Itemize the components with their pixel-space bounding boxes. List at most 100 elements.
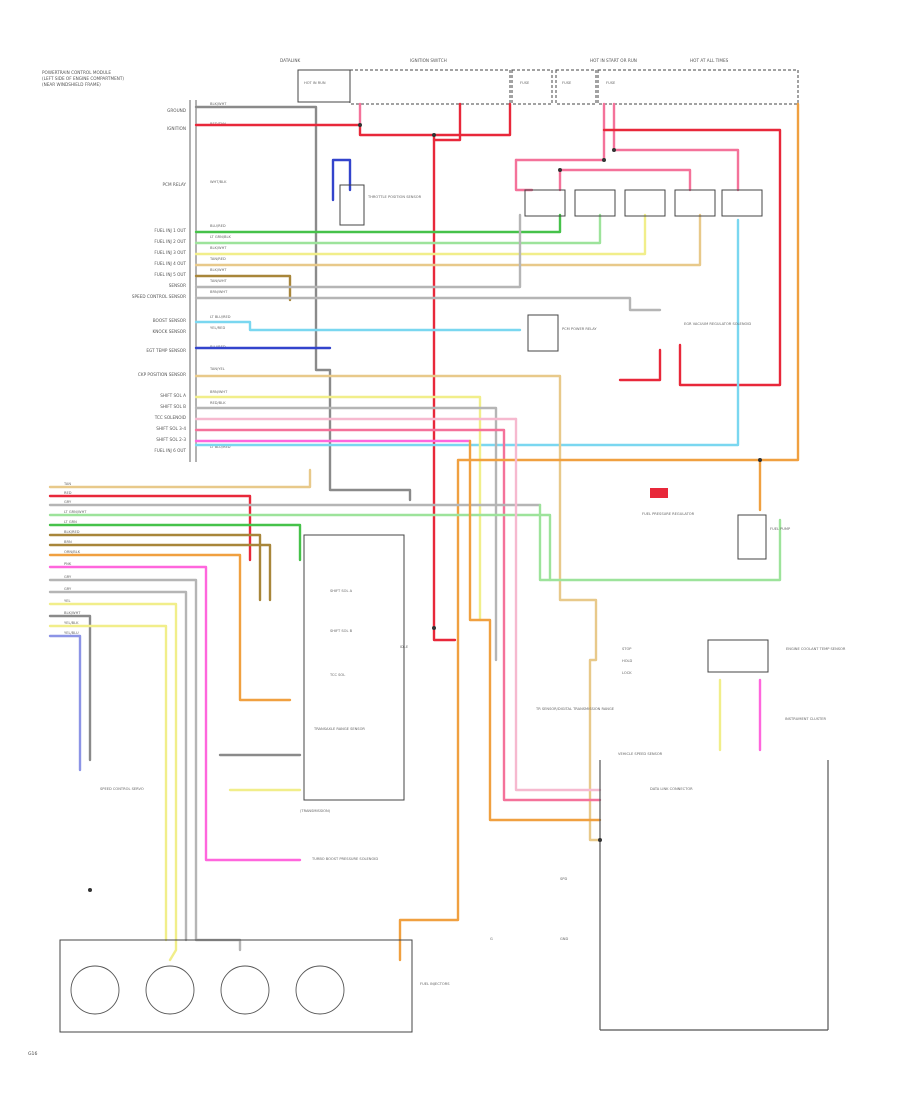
harness-brn (48, 543, 272, 602)
injectors-label: FUEL INJECTORS (420, 982, 450, 986)
relay-2 (574, 189, 616, 217)
transmission-solenoids: SHIFT SOL A SHIFT SOL B TCC SOL TRANSAXL… (300, 534, 405, 813)
harness-label: LT GRN (64, 520, 77, 524)
relay-4 (674, 189, 716, 217)
pcm-title-2: (LEFT SIDE OF ENGINE COMPARTMENT) (42, 76, 124, 81)
harness-label: YEL/BLU (64, 631, 79, 635)
wire-code: LT BLU/RED (210, 315, 231, 319)
data-link-connector: DATA LINK CONNECTOR VEHICLE SPEED SENSOR (599, 752, 829, 1031)
dlc-label: DATA LINK CONNECTOR (650, 787, 693, 791)
wires (48, 102, 800, 962)
harness-label: YEL/BLK (64, 621, 79, 625)
small-label: HOLD (622, 659, 633, 663)
pin-label-ckp: CKP POSITION SENSOR (138, 372, 186, 377)
fuse-label: FUSE (606, 81, 616, 85)
shift-sol-a-label: SHIFT SOL A (330, 589, 353, 593)
relay-3 (624, 189, 666, 217)
pcm-relays (524, 189, 763, 217)
harness-blk-wht (48, 614, 92, 762)
wire-red-loop (602, 128, 782, 387)
injector-harness-frame (59, 939, 413, 1033)
junction (432, 133, 436, 137)
fuse-label: FUSE (520, 81, 530, 85)
wire-code: BLK/WHT (210, 246, 227, 250)
junction (758, 458, 762, 462)
instrument-label: INSTRUMENT CLUSTER (785, 717, 826, 721)
harness-yel-blk (48, 624, 168, 942)
solenoid-pack (303, 534, 405, 801)
pin-label-tcc: TCC SOLENOID (154, 415, 186, 420)
harness-label: GRY (64, 575, 72, 579)
egr-label: EGR VACUUM REGULATOR SOLENOID (684, 322, 751, 326)
fpr-marker (650, 488, 668, 498)
wire-code: RED/BLK (210, 401, 226, 405)
harness-red (48, 494, 252, 562)
gnd-label: G (490, 937, 493, 941)
wire-red-relay (618, 348, 662, 382)
hot-in-run-label: HOT IN RUN (304, 81, 326, 85)
pcm-connector: POWERTRAIN CONTROL MODULE (LEFT SIDE OF … (42, 70, 197, 462)
transaxle-label: TRANSAXLE RANGE SENSOR (313, 727, 365, 731)
wire-inj3 (194, 213, 647, 256)
fpr-label: FUEL PRESSURE REGULATOR (642, 512, 695, 516)
harness-label: YEL (64, 599, 70, 603)
harness-gry-3 (48, 590, 188, 942)
wire-pink-2 (514, 102, 606, 162)
injector-4 (295, 965, 345, 1015)
fuse-box-3 (555, 69, 597, 105)
tps-sensor: THROTTLE POSITION SENSOR (339, 184, 422, 226)
pcm-pin-labels: GROUND IGNITION PCM RELAY FUEL INJ 1 OUT… (132, 108, 187, 453)
wire-boost (194, 320, 522, 332)
wire-inj5 (194, 274, 292, 302)
wire-ltblue-long (194, 218, 740, 447)
fuel-pump-label: FUEL PUMP (770, 527, 791, 531)
wire-code: BLK/WHT (210, 102, 227, 106)
pcm-title-3: (NEAR WINDSHIELD FRAME) (42, 82, 101, 87)
pcm-power-relay: PCM POWER RELAY EGR VACUUM REGULATOR SOL… (527, 314, 751, 352)
tr-sensor-label: TR SENSOR/DIGITAL TRANSMISSION RANGE (535, 707, 615, 711)
wire-shift-34 (194, 428, 602, 802)
top-label-hot-start-run: HOT IN START OR RUN (590, 58, 637, 63)
pin-label-inj6: FUEL INJ 6 OUT (154, 448, 186, 453)
wire-orange-long (398, 102, 800, 962)
instrument-cluster: ENGINE COOLANT TEMP SENSOR INSTRUMENT CL… (707, 639, 846, 721)
junction (88, 888, 92, 892)
harness-label: ORN/BLK (64, 550, 81, 554)
pin-label-inj5: FUEL INJ 5 OUT (154, 272, 186, 277)
top-power-section: DATALINK IGNITION SWITCH HOT IN START OR… (280, 58, 799, 105)
wire-pink-5 (612, 148, 740, 192)
wire-blue-tps (331, 158, 352, 202)
wire-pink-tcc (514, 417, 602, 792)
wire-shift-a (194, 395, 482, 622)
wire-code: TAN/YEL (209, 367, 225, 371)
wire-code: TAN/WHT (209, 279, 228, 283)
small-label: GND (560, 937, 568, 941)
pin-label-pcm-relay: PCM RELAY (163, 182, 187, 187)
pin-label-inj3: FUEL INJ 3 OUT (154, 250, 186, 255)
wire-tan-ckp (194, 374, 602, 842)
top-label-datalink: DATALINK (280, 58, 300, 63)
harness-label: PNK (64, 562, 72, 566)
harness-lgrn-wht (48, 513, 552, 582)
wire-code: WHT/BLK (210, 180, 227, 184)
wire-code: BRN/WHT (210, 390, 228, 394)
junction (602, 158, 606, 162)
small-label: SPD (560, 877, 567, 881)
wire-ign-2 (432, 102, 462, 142)
wire-inj2 (194, 213, 602, 245)
ect-label: ENGINE COOLANT TEMP SENSOR (786, 647, 846, 651)
pcm-relay-body (527, 314, 559, 352)
harness-labels: TAN RED GRY LT GRN/WHT LT GRN BLK/RED BR… (63, 482, 87, 635)
fuse-box-4 (597, 69, 799, 105)
harness-yel (48, 602, 178, 962)
wire-pink-1 (514, 158, 534, 192)
pin-label-shift-b: SHIFT SOL B (160, 404, 186, 409)
top-label-ignition-switch: IGNITION SWITCH (410, 58, 447, 63)
wire-code: BLK/WHT (210, 268, 227, 272)
relay-1 (524, 189, 566, 217)
harness-label: GRY (64, 587, 72, 591)
pin-label-inj2: FUEL INJ 2 OUT (154, 239, 186, 244)
wire-inj1 (194, 213, 562, 234)
harness-tan (48, 468, 312, 489)
